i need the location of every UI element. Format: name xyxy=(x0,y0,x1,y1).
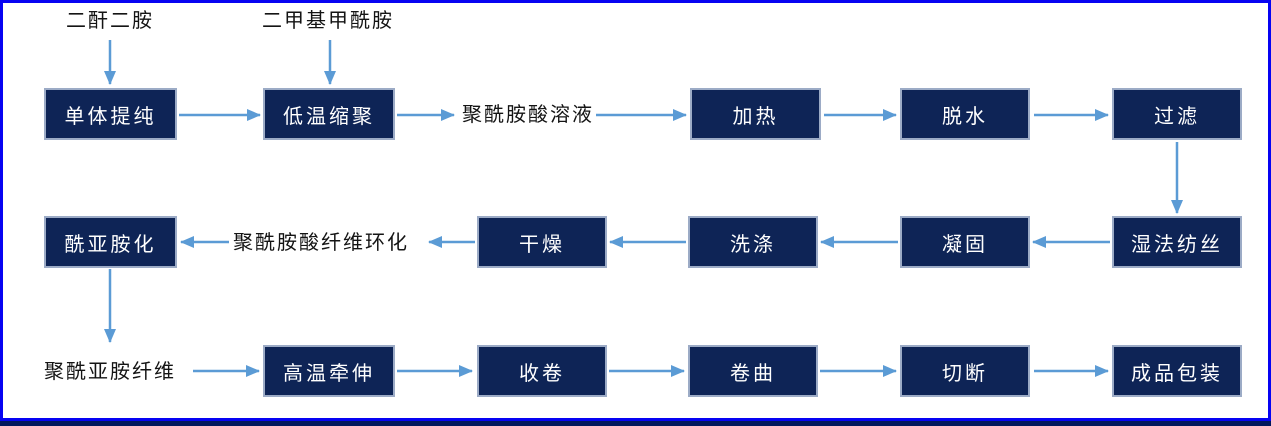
node-finished-packaging: 成品包装 xyxy=(1112,345,1242,397)
node-low-temp-polycondensation: 低温缩聚 xyxy=(263,88,395,140)
label-polyimide-fiber: 聚酰亚胺纤维 xyxy=(44,361,176,383)
node-imidization: 酰亚胺化 xyxy=(44,216,177,268)
node-monomer-purification: 单体提纯 xyxy=(44,88,177,140)
node-crimping: 卷曲 xyxy=(688,345,818,397)
node-washing: 洗涤 xyxy=(688,216,818,268)
label-dimethylformamide: 二甲基甲酰胺 xyxy=(262,10,394,32)
bottom-navy-bar xyxy=(0,421,1271,426)
node-heating: 加热 xyxy=(690,88,821,140)
node-winding: 收卷 xyxy=(477,345,607,397)
node-wet-spinning: 湿法纺丝 xyxy=(1112,216,1242,268)
label-dianhydride-diamine: 二酐二胺 xyxy=(66,10,154,32)
label-polyamic-acid-solution: 聚酰胺酸溶液 xyxy=(462,104,594,126)
node-drying: 干燥 xyxy=(477,216,607,268)
node-high-temp-drawing: 高温牵伸 xyxy=(263,345,395,397)
node-cutting: 切断 xyxy=(900,345,1030,397)
node-filtration: 过滤 xyxy=(1112,88,1242,140)
node-dehydration: 脱水 xyxy=(900,88,1030,140)
node-coagulation: 凝固 xyxy=(900,216,1030,268)
label-polyamic-acid-fiber-cyclization: 聚酰胺酸纤维环化 xyxy=(233,232,409,254)
